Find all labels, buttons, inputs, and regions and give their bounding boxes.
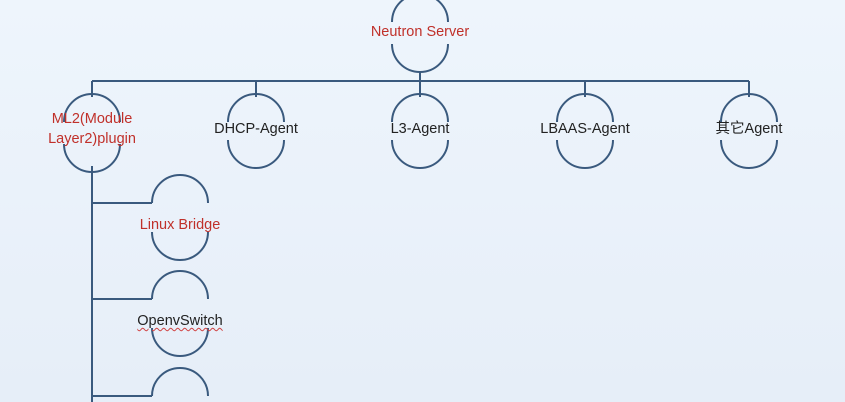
node-shape-third [151, 367, 209, 397]
node-label-ml2-line2: Layer2)plugin [48, 131, 136, 147]
node-label-linux-bridge: Linux Bridge [139, 217, 221, 233]
node-shape-l3 [391, 93, 449, 169]
node-label-ml2: ML2(Module Layer2)plugin [48, 109, 136, 149]
node-shape-linux-bridge [151, 174, 209, 261]
node-label-ml2-line1: ML2(Module [51, 111, 133, 127]
node-label-l3: L3-Agent [390, 121, 450, 137]
node-label-other: 其它Agent [715, 121, 783, 137]
node-shape-lbaas [556, 93, 614, 169]
node-label-lbaas: LBAAS-Agent [540, 121, 630, 137]
node-shape-dhcp [227, 93, 285, 169]
node-label-openvswitch-text: OpenvSwitch [137, 313, 223, 329]
node-shape-other [720, 93, 778, 169]
node-shape-openvswitch [151, 270, 209, 357]
node-label-root: Neutron Server [370, 24, 470, 40]
node-label-openvswitch: OpenvSwitch [137, 311, 222, 331]
node-label-dhcp: DHCP-Agent [214, 121, 298, 137]
